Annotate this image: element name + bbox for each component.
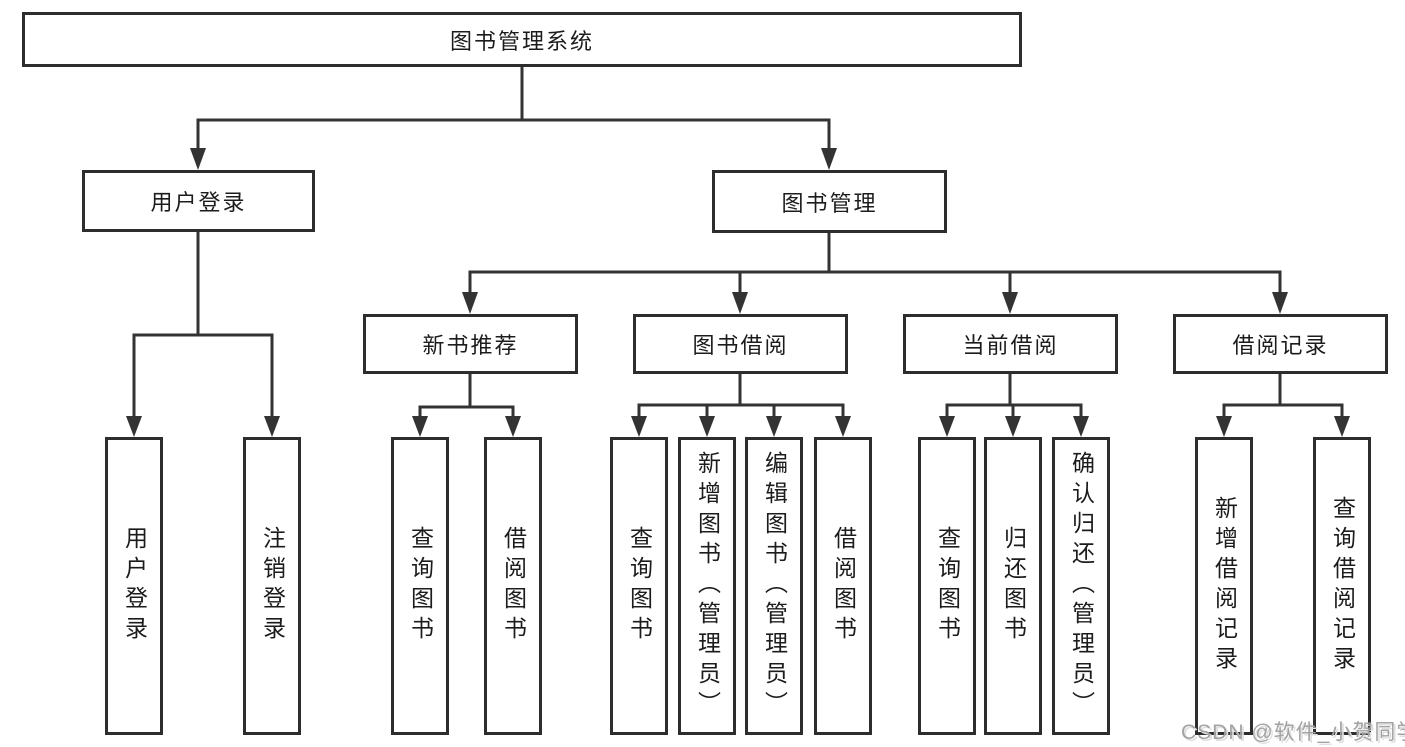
leaf-edit-book-admin-label: 编辑图书（管理员） (761, 451, 788, 721)
node-new-book-recommend: 新书推荐 (363, 314, 578, 374)
leaf-borrow-books-recommend: 借阅图书 (484, 437, 542, 735)
csdn-watermark: CSDN @软件_小贺同学 (1181, 721, 1405, 744)
leaf-query-books-current: 查询图书 (918, 437, 976, 735)
leaf-add-borrow-record-label: 新增借阅记录 (1211, 496, 1238, 676)
node-current-borrowing: 当前借阅 (903, 314, 1118, 374)
leaf-borrow-books-borrowing-label: 借阅图书 (830, 526, 857, 646)
leaf-user-login: 用户登录 (105, 437, 163, 735)
node-book-borrowing: 图书借阅 (633, 314, 848, 374)
leaf-query-books-current-label: 查询图书 (934, 526, 961, 646)
leaf-query-books-recommend: 查询图书 (391, 437, 449, 735)
leaf-query-books-borrowing-label: 查询图书 (626, 526, 653, 646)
leaf-borrow-books-recommend-label: 借阅图书 (500, 526, 527, 646)
leaf-edit-book-admin: 编辑图书（管理员） (745, 437, 803, 735)
leaf-return-books-label: 归还图书 (1000, 526, 1027, 646)
leaf-logout-label: 注销登录 (259, 526, 286, 646)
leaf-return-books: 归还图书 (984, 437, 1042, 735)
leaf-query-books-borrowing: 查询图书 (610, 437, 668, 735)
leaf-user-login-label: 用户登录 (121, 526, 148, 646)
leaf-add-borrow-record: 新增借阅记录 (1195, 437, 1253, 735)
leaf-add-book-admin: 新增图书（管理员） (678, 437, 736, 735)
leaf-query-borrow-record: 查询借阅记录 (1313, 437, 1371, 735)
leaf-confirm-return-admin: 确认归还（管理员） (1052, 437, 1110, 735)
node-user-login: 用户登录 (82, 170, 315, 232)
leaf-logout: 注销登录 (243, 437, 301, 735)
leaf-borrow-books-borrowing: 借阅图书 (814, 437, 872, 735)
node-borrow-records: 借阅记录 (1173, 314, 1388, 374)
node-book-management: 图书管理 (712, 170, 947, 233)
leaf-query-borrow-record-label: 查询借阅记录 (1329, 496, 1356, 676)
leaf-confirm-return-admin-label: 确认归还（管理员） (1068, 451, 1095, 721)
leaf-add-book-admin-label: 新增图书（管理员） (694, 451, 721, 721)
node-library-system: 图书管理系统 (22, 12, 1022, 67)
leaf-query-books-recommend-label: 查询图书 (407, 526, 434, 646)
